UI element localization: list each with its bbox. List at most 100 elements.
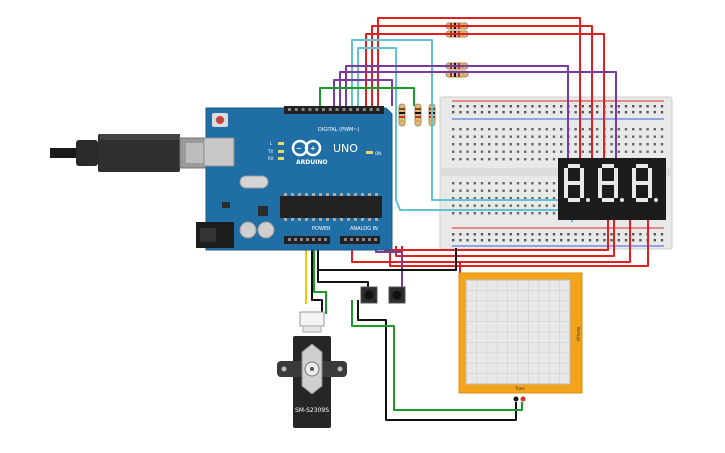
header-pin[interactable] <box>312 238 315 241</box>
wire-black <box>357 300 517 421</box>
wire-green <box>351 300 523 411</box>
header-pin[interactable] <box>328 108 332 111</box>
header-pin[interactable] <box>369 108 373 111</box>
header-pin[interactable] <box>335 108 339 111</box>
chip-leg <box>284 193 287 196</box>
l-led-label: L <box>270 141 273 146</box>
chip-leg <box>375 193 378 196</box>
segment <box>636 164 648 168</box>
servo-model-label: SM-S2309S <box>295 407 329 414</box>
chip-leg <box>291 218 294 221</box>
header-pin[interactable] <box>294 108 298 111</box>
chip-leg <box>305 193 308 196</box>
resistor-part <box>399 116 405 118</box>
wire-black <box>311 244 323 314</box>
header-pin[interactable] <box>356 108 359 111</box>
chip-leg <box>291 193 294 196</box>
chip-leg <box>333 218 336 221</box>
header-pin[interactable] <box>300 238 303 241</box>
rx-led-label: RX <box>268 156 274 161</box>
wire-purple <box>339 71 617 160</box>
header-pin[interactable] <box>301 108 305 111</box>
time-axis-label: Time <box>514 386 525 391</box>
header-pin[interactable] <box>374 238 377 241</box>
wire-red <box>389 220 649 267</box>
header-pin[interactable] <box>324 238 327 241</box>
segment <box>648 183 652 198</box>
header-pin[interactable] <box>288 108 291 111</box>
wire-purple <box>375 244 403 292</box>
segment <box>648 168 652 183</box>
seven-segment-display <box>558 158 666 220</box>
resistor-part <box>414 103 422 127</box>
decimal-point <box>586 198 590 202</box>
push-button-2[interactable] <box>388 286 406 304</box>
segment <box>564 183 568 198</box>
wire-red <box>351 244 461 276</box>
resistor-part <box>415 108 421 110</box>
resistor-part <box>415 120 421 122</box>
chip-leg <box>326 193 329 196</box>
chip-leg <box>298 218 301 221</box>
wire-red <box>384 220 609 251</box>
display-digit <box>632 164 658 202</box>
usb-cable <box>50 134 227 172</box>
resistor-part <box>415 116 421 118</box>
resistor-part <box>399 112 405 114</box>
header-pin[interactable] <box>362 238 365 241</box>
header-pin[interactable] <box>368 238 371 241</box>
arduino-logo-text: ARDUINO <box>296 159 327 166</box>
tx-led-label: TX <box>267 149 273 154</box>
header-pin[interactable] <box>349 108 353 111</box>
chip-leg <box>298 193 301 196</box>
segment <box>602 198 614 202</box>
probe-terminal-black[interactable] <box>513 396 519 402</box>
chip-leg <box>326 218 329 221</box>
servo-horn-icon <box>301 343 323 395</box>
decimal-point <box>654 198 658 202</box>
push-button-1[interactable] <box>360 286 378 304</box>
chip-leg <box>340 193 343 196</box>
segment <box>568 181 580 185</box>
wire-black <box>317 244 369 292</box>
header-pin[interactable] <box>362 108 366 111</box>
segment <box>598 183 602 198</box>
voltage-axis-label: Voltage <box>576 326 581 342</box>
header-pin[interactable] <box>350 238 353 241</box>
header-pin[interactable] <box>315 108 319 111</box>
resistor-part <box>398 103 406 127</box>
wire-purple <box>333 79 393 110</box>
chip-leg <box>347 193 350 196</box>
decimal-point <box>620 198 624 202</box>
header-pin[interactable] <box>344 238 347 241</box>
header-pin[interactable] <box>376 108 380 111</box>
resistor-part <box>415 112 421 114</box>
header-pin[interactable] <box>306 238 309 241</box>
probe-terminal-red[interactable] <box>520 396 526 402</box>
segment <box>568 164 580 168</box>
segment <box>632 183 636 198</box>
segment <box>614 168 618 183</box>
chip-leg <box>312 218 315 221</box>
chip-leg <box>305 218 308 221</box>
header-pin[interactable] <box>322 108 325 111</box>
header-pin[interactable] <box>294 238 297 241</box>
header-pin[interactable] <box>288 238 291 241</box>
reset-button[interactable] <box>216 116 224 124</box>
header-pin[interactable] <box>318 238 321 241</box>
oscilloscope: Time Voltage <box>458 272 583 402</box>
board-model: UNO <box>333 142 358 155</box>
segment <box>602 181 614 185</box>
display-digit <box>598 164 624 202</box>
segment <box>636 181 648 185</box>
digital-header-pins <box>288 108 380 111</box>
header-pin[interactable] <box>356 238 359 241</box>
wire-red <box>371 25 593 160</box>
wire-green <box>319 87 415 110</box>
header-pin[interactable] <box>342 108 346 111</box>
segment <box>580 168 584 183</box>
digital-label: DIGITAL (PWM~) <box>318 127 360 133</box>
header-pin[interactable] <box>308 108 312 111</box>
on-led-label: ON <box>375 151 381 156</box>
wire-red <box>377 17 581 160</box>
